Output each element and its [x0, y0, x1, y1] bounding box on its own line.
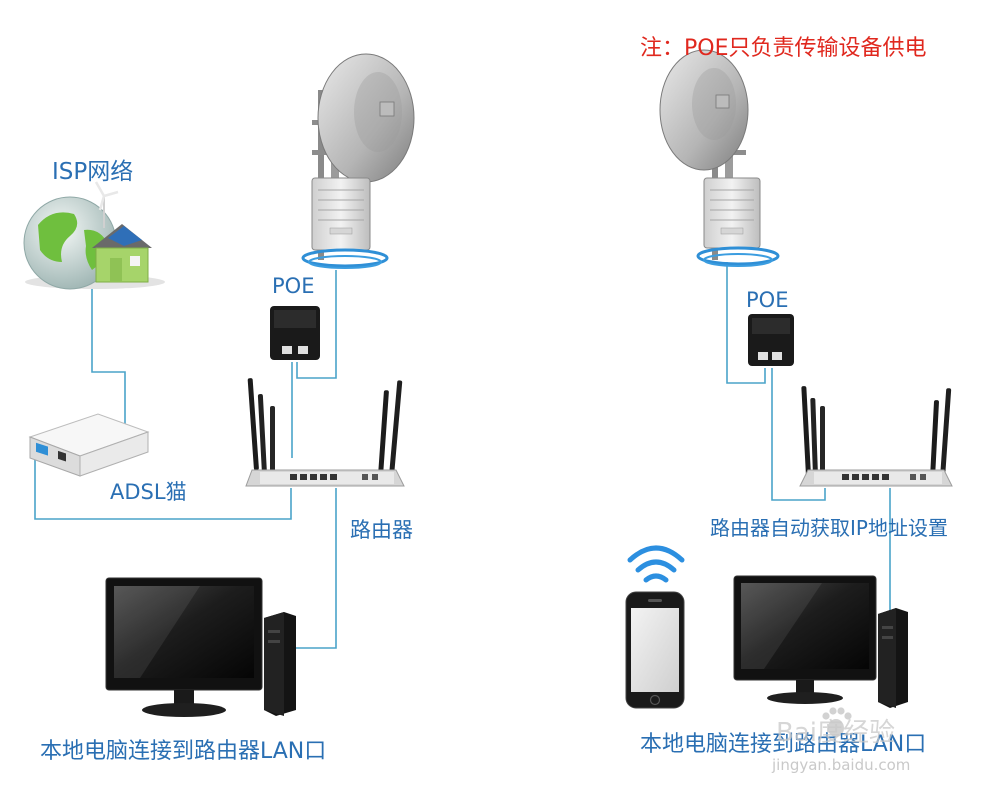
isp-globe-icon — [23, 181, 165, 290]
pc-right-label: 本地电脑连接到路由器LAN口 — [640, 732, 927, 757]
desktop-pc-right-icon — [733, 575, 908, 708]
poe-right-label: POE — [746, 288, 789, 312]
poe-injector-right-icon — [748, 314, 794, 366]
wifi-signal-icon — [627, 545, 685, 583]
poe-left-label: POE — [272, 274, 315, 298]
poe-injector-left-icon — [270, 306, 320, 360]
antenna-left — [301, 53, 415, 269]
watermark-url: jingyan.baidu.com — [772, 756, 911, 774]
router-right-icon — [799, 386, 953, 487]
pc-left-label: 本地电脑连接到路由器LAN口 — [40, 739, 327, 764]
router-left-icon — [245, 378, 405, 487]
adsl-modem-label: ADSL猫 — [110, 480, 187, 504]
antenna-right — [659, 49, 780, 267]
adsl-modem-icon — [28, 413, 150, 477]
smartphone-icon — [625, 591, 685, 709]
power-note: 注：POE只负责传输设备供电 — [640, 36, 927, 61]
watermark-brand: Bai度经验 — [776, 718, 895, 748]
isp-network-label: ISP网络 — [52, 159, 134, 185]
desktop-pc-left-icon — [105, 577, 296, 717]
connection-lines — [34, 262, 891, 649]
router-right-label: 路由器自动获取IP地址设置 — [710, 516, 948, 540]
watermark-paw-icon — [822, 707, 852, 737]
router-left-label: 路由器 — [350, 518, 413, 542]
